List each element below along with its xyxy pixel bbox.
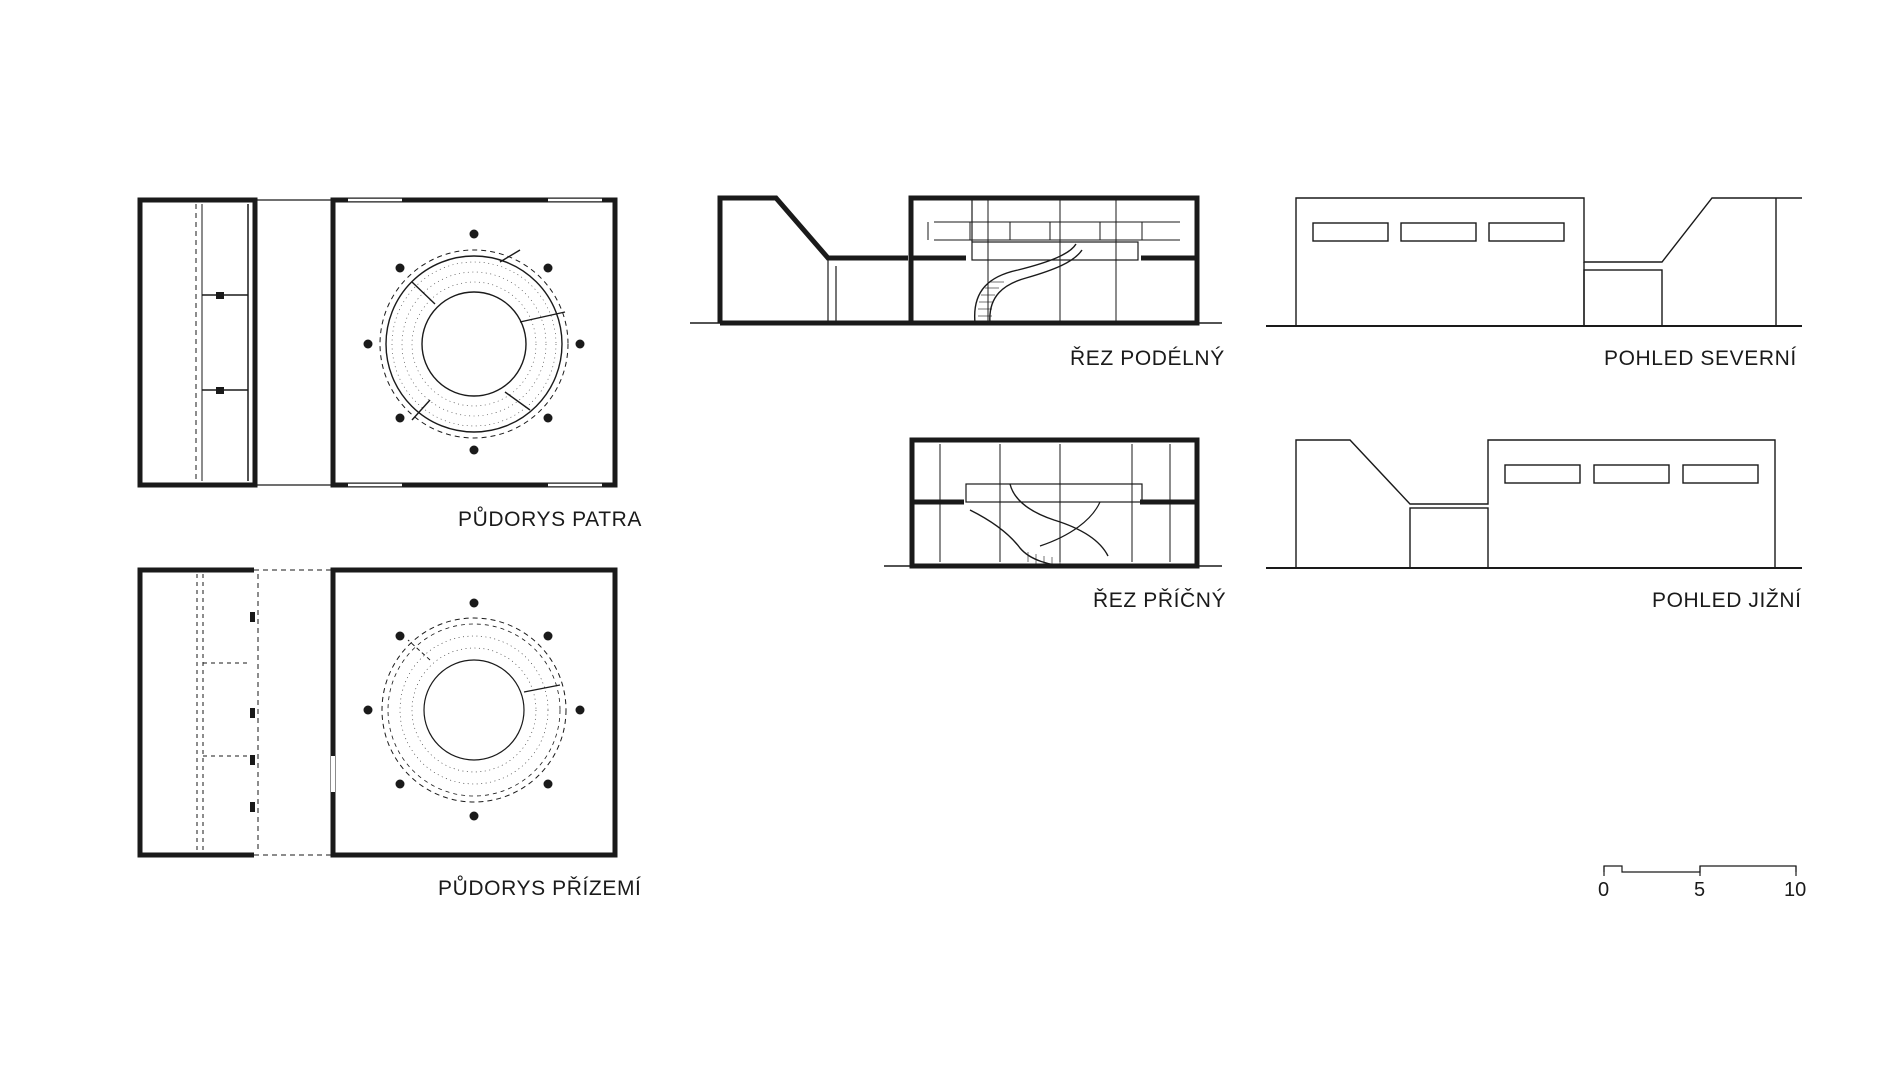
elevation-south <box>1266 439 1802 569</box>
section-longitudinal-title: ŘEZ PODÉLNÝ <box>1070 347 1225 370</box>
plan-upper-floor <box>137 197 618 488</box>
scale-bar <box>1603 865 1797 876</box>
section-cross <box>884 437 1222 569</box>
elevation-north <box>1266 197 1802 327</box>
elevation-south-title: POHLED JIŽNÍ <box>1652 589 1802 612</box>
section-longitudinal <box>690 195 1222 326</box>
scale-tick-5: 5 <box>1694 879 1706 901</box>
scale-tick-10: 10 <box>1784 879 1807 901</box>
elevation-north-title: POHLED SEVERNÍ <box>1604 347 1797 370</box>
plan-ground-title: PŮDORYS PŘÍZEMÍ <box>438 877 642 900</box>
scale-tick-0: 0 <box>1598 879 1610 901</box>
plan-upper-title: PŮDORYS PATRA <box>458 508 643 531</box>
plan-ground-floor <box>137 567 618 858</box>
section-cross-title: ŘEZ PŘÍČNÝ <box>1093 589 1227 612</box>
